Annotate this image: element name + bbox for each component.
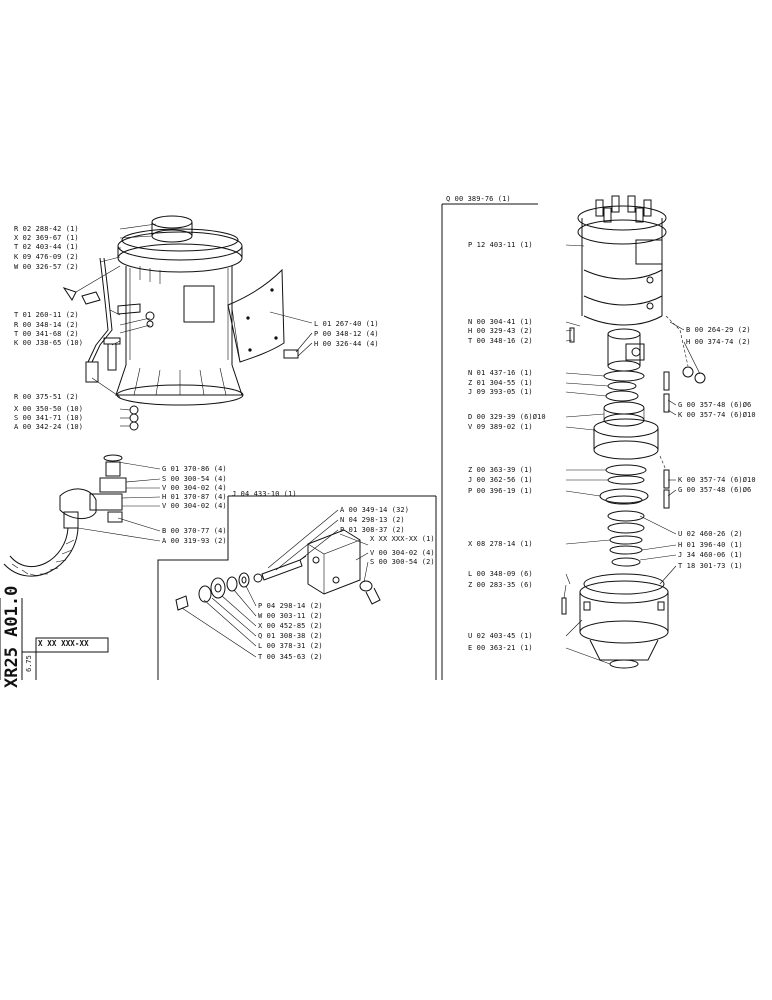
part-label: Z 01 304-55 (1): [468, 379, 533, 387]
part-label: K 00 357-74 (6)Ø10: [678, 411, 756, 419]
part-label: P 00 396-19 (1): [468, 487, 533, 495]
part-label: J 09 393-05 (1): [468, 388, 533, 396]
frame-title-middle: J 04 433-10 (1): [232, 490, 297, 498]
part-label: T 01 260-11 (2): [14, 311, 79, 319]
part-label: Z 00 363-39 (1): [468, 466, 533, 474]
part-label: V 00 304-02 (4): [162, 502, 227, 510]
part-label: L 00 378-31 (2): [258, 642, 323, 650]
sheet-reference-box: [0, 598, 109, 680]
part-label: G 01 370-86 (4): [162, 465, 227, 473]
part-label: U 02 403-45 (1): [468, 632, 533, 640]
part-label: G 00 357-48 (6)Ø6: [678, 401, 752, 409]
part-label: J 00 362-56 (1): [468, 476, 533, 484]
part-label: L 01 267-40 (1): [314, 320, 379, 328]
part-label: K 00 J38-65 (10): [14, 339, 84, 347]
part-label: H 00 329-43 (2): [468, 327, 533, 335]
slewing-unit-assembly: [441, 195, 706, 680]
part-label: L 00 348-09 (6): [468, 570, 533, 578]
part-label: T 02 403-44 (1): [14, 243, 79, 251]
part-label: V 09 389-02 (1): [468, 423, 533, 431]
part-label: H 01 370-87 (4): [162, 493, 227, 501]
part-label: H 01 396-40 (1): [678, 541, 743, 549]
part-label: T 00 348-16 (2): [468, 337, 533, 345]
part-label: B 00 370-77 (4): [162, 527, 227, 535]
part-label: H 00 326-44 (4): [314, 340, 379, 348]
part-label: T 00 345-63 (2): [258, 653, 323, 661]
part-label: A 00 349-14 (32): [340, 506, 410, 514]
part-label: P 00 348-12 (4): [314, 330, 379, 338]
part-label: G 00 357-48 (6)Ø6: [678, 486, 752, 494]
part-label: K 09 476-09 (2): [14, 253, 79, 261]
part-label: X 08 278-14 (1): [468, 540, 533, 548]
part-label: P 01 308-37 (2): [340, 526, 405, 534]
part-label: P 12 403-11 (1): [468, 241, 533, 249]
part-label: A 00 319-93 (2): [162, 537, 227, 545]
part-label: N 00 304-41 (1): [468, 318, 533, 326]
frame-title-right: Q 00 389-76 (1): [446, 195, 511, 203]
sheet-code-text: XR25 A01.0: [2, 585, 22, 688]
part-label: H 00 374-74 (2): [686, 338, 751, 346]
part-label: S 00 300-54 (2): [370, 558, 435, 566]
part-label: K 00 357-74 (6)Ø10: [678, 476, 756, 484]
part-label: V 00 304-02 (4): [370, 549, 435, 557]
part-label: S 00 300-54 (4): [162, 475, 227, 483]
part-label: A 00 342-24 (10): [14, 423, 84, 431]
part-label: S 00 341-71 (10): [14, 414, 84, 422]
part-label: R 00 348-14 (2): [14, 321, 79, 329]
part-label: R 00 375-51 (2): [14, 393, 79, 401]
part-label: R 02 288-42 (1): [14, 225, 79, 233]
part-label: D 00 329-39 (6)Ø10: [468, 413, 546, 421]
part-label: T 18 301-73 (1): [678, 562, 743, 570]
part-label: N 04 298-13 (2): [340, 516, 405, 524]
part-label: T 00 341-68 (2): [14, 330, 79, 338]
part-label: X XX XXX-XX (1): [370, 535, 435, 543]
valve-hose-assembly: [3, 454, 161, 577]
part-label: B 00 264-29 (2): [686, 326, 751, 334]
part-label: U 02 460-26 (2): [678, 530, 743, 538]
sub-assembly-frame: [157, 495, 437, 680]
part-label: W 00 326-57 (2): [14, 263, 79, 271]
part-label: E 00 363-21 (1): [468, 644, 533, 652]
sheet-reference: X XX XXX-XX: [38, 639, 89, 648]
part-label: Q 01 308-38 (2): [258, 632, 323, 640]
part-label: X 00 350-50 (10): [14, 405, 84, 413]
part-label: W 00 303-11 (2): [258, 612, 323, 620]
part-label: V 00 304-02 (4): [162, 484, 227, 492]
part-label: P 04 298-14 (2): [258, 602, 323, 610]
part-label: N 01 437-16 (1): [468, 369, 533, 377]
part-label: X 00 452-85 (2): [258, 622, 323, 630]
housing-assembly: [62, 215, 313, 431]
part-label: Z 00 283-35 (6): [468, 581, 533, 589]
part-label: J 34 460-06 (1): [678, 551, 743, 559]
part-label: X 02 369-67 (1): [14, 234, 79, 242]
sheet-date-text: 6.75: [25, 655, 33, 672]
